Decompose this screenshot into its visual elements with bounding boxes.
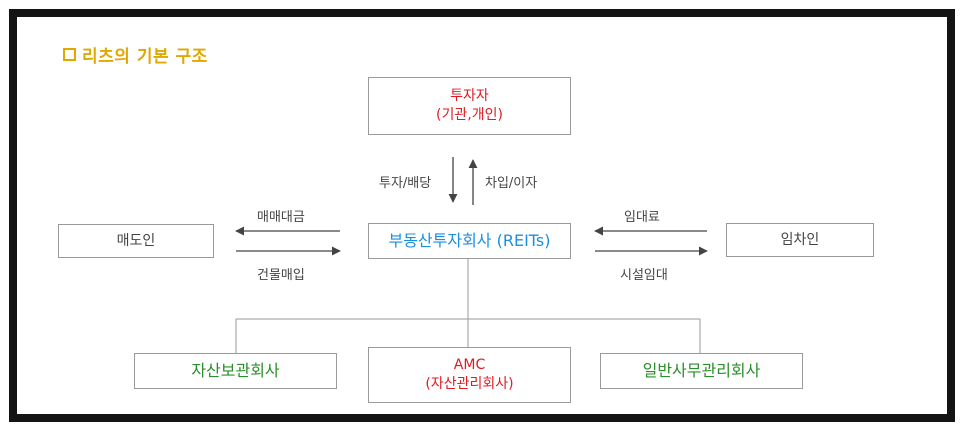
- reits-label: 부동산투자회사 (REITs): [388, 231, 551, 251]
- admin-label: 일반사무관리회사: [642, 361, 761, 381]
- invest-dividend-label: 투자/배당: [379, 176, 432, 191]
- borrow-interest-label: 차입/이자: [485, 176, 538, 191]
- amc-box: AMC (자산관리회사): [368, 347, 571, 403]
- building-purchase-label: 건물매입: [257, 268, 305, 283]
- investor-box: 투자자 (기관,개인): [368, 77, 571, 135]
- seller-label: 매도인: [116, 232, 156, 249]
- rent-label: 임대료: [624, 210, 660, 225]
- diagram-title: 리츠의 기본 구조: [63, 44, 208, 67]
- sale-price-label: 매매대금: [257, 210, 305, 225]
- seller-box: 매도인: [58, 224, 214, 258]
- custodian-box: 자산보관회사: [134, 353, 337, 389]
- connector-lines: [235, 157, 708, 353]
- tenant-label: 임차인: [780, 231, 820, 248]
- custodian-label: 자산보관회사: [191, 361, 280, 381]
- square-bullet-icon: [63, 47, 76, 61]
- facility-lease-label: 시설임대: [620, 268, 668, 283]
- reits-box: 부동산투자회사 (REITs): [368, 223, 571, 259]
- title-text: 리츠의 기본 구조: [82, 46, 208, 67]
- admin-box: 일반사무관리회사: [600, 353, 803, 389]
- diagram-frame: 리츠의 기본 구조 투자자 (기관,개인) 투자/배당 차입/이자 부동산투자회…: [9, 9, 955, 422]
- tenant-box: 임차인: [726, 223, 874, 257]
- investor-sublabel: (기관,개인): [436, 107, 503, 123]
- amc-sublabel: (자산관리회사): [425, 376, 514, 392]
- investor-label: 투자자: [450, 88, 489, 105]
- amc-label: AMC: [453, 357, 486, 374]
